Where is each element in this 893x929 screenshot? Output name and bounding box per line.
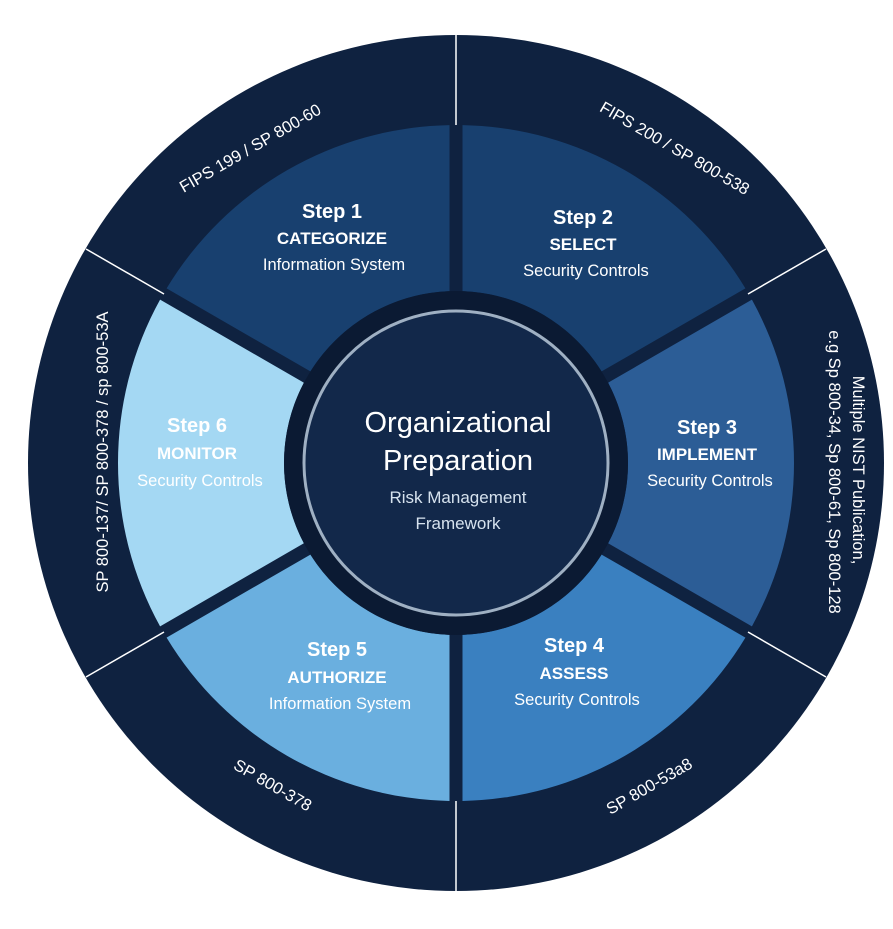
step-6-desc: Security Controls	[137, 472, 263, 490]
center-hub[interactable]	[302, 309, 610, 617]
segment-step-2[interactable]	[462, 125, 746, 372]
step-6-name: MONITOR	[157, 444, 237, 463]
step-6-label: Step 6 MONITOR Security Controls	[137, 415, 263, 490]
step-3-title: Step 3	[677, 417, 737, 439]
step-1-name: CATEGORIZE	[277, 229, 387, 248]
step-4-name: ASSESS	[540, 664, 609, 683]
step-segments	[117, 125, 794, 801]
step-5-desc: Information System	[269, 695, 411, 713]
center-title-line-2: Preparation	[383, 445, 533, 477]
outer-ring-dividers	[85, 35, 827, 891]
segment-step-5[interactable]	[166, 554, 450, 801]
step-5-name: AUTHORIZE	[287, 668, 386, 687]
step-4-label: Step 4 ASSESS Security Controls	[514, 635, 640, 709]
step-6-title: Step 6	[167, 415, 227, 437]
outer-label-step-3-line-2: e.g Sp 800-34, Sp 800-61, Sp 800-128	[825, 330, 843, 613]
segment-step-3[interactable]	[608, 299, 794, 627]
divider-upper-right	[747, 248, 827, 295]
step-2-label: Step 2 SELECT Security Controls	[523, 207, 649, 280]
step-5-title: Step 5	[307, 639, 367, 661]
step-2-desc: Security Controls	[523, 262, 649, 280]
divider-lower-left	[85, 631, 165, 678]
step-1-title: Step 1	[302, 201, 362, 223]
step-3-name: IMPLEMENT	[657, 445, 758, 464]
step-2-name: SELECT	[549, 235, 617, 254]
step-1-desc: Information System	[263, 256, 405, 274]
step-3-label: Step 3 IMPLEMENT Security Controls	[647, 417, 773, 490]
divider-upper-left	[85, 248, 165, 295]
center-title-line-1: Organizational	[365, 407, 552, 439]
center-subtitle-line-1: Risk Management	[389, 488, 526, 507]
step-5-label: Step 5 AUTHORIZE Information System	[269, 639, 411, 713]
step-2-title: Step 2	[553, 207, 613, 229]
segment-step-4[interactable]	[462, 554, 746, 801]
step-4-desc: Security Controls	[514, 691, 640, 709]
divider-lower-right	[747, 631, 827, 678]
segment-step-6[interactable]	[117, 299, 304, 627]
step-4-title: Step 4	[544, 635, 605, 657]
center-subtitle-line-2: Framework	[415, 514, 501, 533]
step-3-desc: Security Controls	[647, 472, 773, 490]
outer-label-step-3-line-1: Multiple NIST Publication,	[849, 376, 867, 565]
segment-step-1[interactable]	[166, 125, 450, 372]
outer-label-step-6: SP 800-137/ SP 800-378 / sp 800-53A	[94, 311, 112, 592]
step-1-label: Step 1 CATEGORIZE Information System	[263, 201, 405, 274]
